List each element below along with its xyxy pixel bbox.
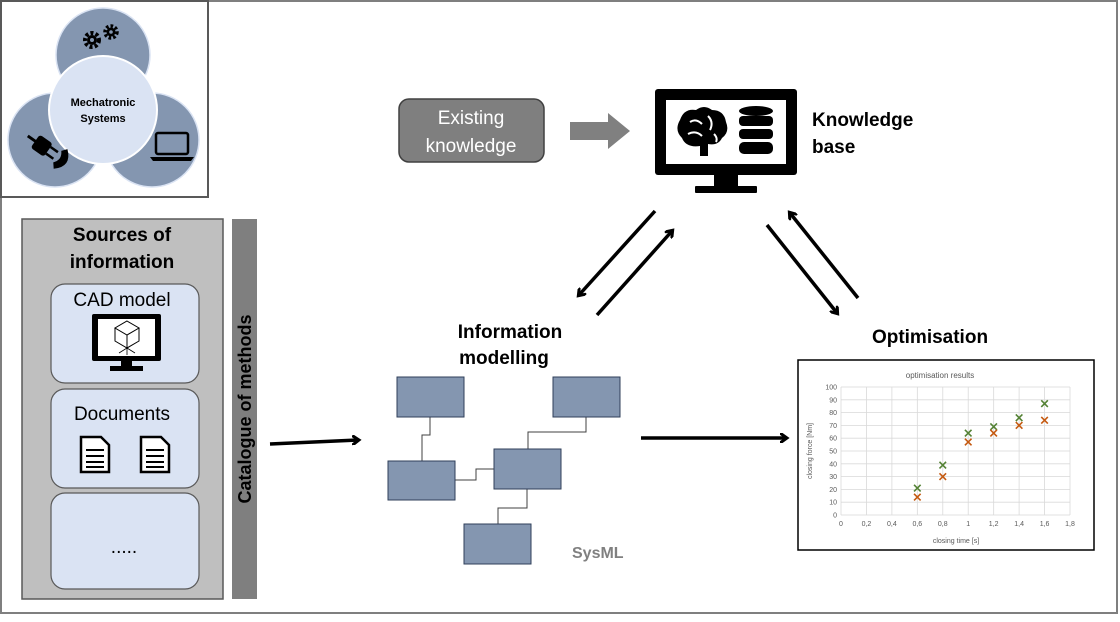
sysml-connector — [455, 468, 494, 481]
brain-icon — [677, 107, 728, 156]
sysml-diagram — [387, 376, 621, 565]
catalogue-bar: Catalogue of methods — [232, 219, 257, 599]
chart-y-tick: 80 — [829, 410, 837, 417]
venn-label-line1: Mechatronic — [71, 97, 136, 109]
sysml-block — [396, 376, 465, 418]
existing-knowledge-box: Existing knowledge — [398, 98, 545, 163]
knowledge-base-line1: Knowledge — [812, 110, 913, 131]
sources-title-line2: information — [70, 252, 175, 273]
source-item-documents-label: Documents — [74, 404, 170, 425]
monitor-icon — [655, 89, 797, 193]
chart-y-tick: 60 — [829, 436, 837, 443]
venn-inset: Mechatronic Systems — [0, 0, 209, 198]
cad-monitor-icon — [92, 314, 161, 371]
chart-y-tick: 20 — [829, 487, 837, 494]
catalogue-to-model-arrow — [269, 440, 358, 446]
source-item-more-label: ..... — [111, 537, 137, 558]
sysml-block — [552, 376, 621, 418]
chart-point-series-1 — [964, 429, 973, 437]
chart-x-tick: 0,8 — [938, 521, 948, 528]
chart-y-tick: 70 — [829, 423, 837, 430]
chart-point-series-1 — [1015, 413, 1023, 422]
kb-to-model-arrow — [579, 209, 657, 295]
chart-y-tick: 0 — [833, 513, 837, 520]
chart-point-series-2 — [1040, 416, 1049, 425]
sysml-connector — [527, 417, 587, 449]
chart-point-series-2 — [1015, 421, 1023, 430]
sysml-block — [387, 460, 456, 501]
chart-x-tick: 1,4 — [1014, 521, 1024, 528]
sysml-block — [493, 448, 562, 490]
chart-y-tick: 30 — [829, 474, 837, 481]
chart-point-series-2 — [989, 429, 998, 437]
chart-point-series-2 — [913, 493, 922, 501]
optimisation-chart: optimisation results closing time [s] cl… — [797, 359, 1095, 551]
chart-y-label: closing force [Nm] — [807, 423, 814, 479]
sysml-connector — [421, 417, 431, 461]
chart-x-tick: 1,6 — [1040, 521, 1050, 528]
chart-y-tick: 10 — [829, 500, 837, 507]
gears-icon — [83, 24, 119, 49]
existing-knowledge-line2: knowledge — [426, 136, 517, 157]
venn-label-line2: Systems — [80, 113, 125, 125]
optimisation-title: Optimisation — [872, 327, 988, 348]
knowledge-base-line2: base — [812, 137, 855, 158]
chart-point-series-1 — [989, 422, 998, 431]
chart-point-series-1 — [938, 461, 947, 469]
catalogue-label: Catalogue of methods — [235, 314, 255, 503]
sysml-tag: SysML — [572, 545, 624, 562]
model-to-kb-arrow — [595, 231, 672, 317]
chart-x-tick: 0,6 — [912, 521, 922, 528]
chart-x-tick: 1 — [966, 521, 970, 528]
info-modelling-line2: modelling — [459, 348, 549, 369]
venn-circle-center — [48, 55, 158, 165]
document-icon — [79, 435, 111, 474]
database-icon — [739, 106, 773, 154]
chart-y-tick: 40 — [829, 461, 837, 468]
plug-icon — [26, 134, 69, 169]
chart-x-tick: 1,2 — [989, 521, 999, 528]
sources-panel: Sources of information CAD model Documen… — [21, 218, 224, 600]
chart-x-tick: 0,2 — [862, 521, 872, 528]
sysml-block — [463, 523, 532, 565]
chart-point-series-2 — [938, 472, 947, 481]
optimisation-to-kb-arrow — [790, 213, 860, 300]
kb-to-optimisation-arrow — [765, 223, 837, 313]
sources-title-line1: Sources of — [73, 225, 172, 246]
info-modelling-line1: Information — [458, 322, 563, 343]
chart-y-tick: 50 — [829, 449, 837, 456]
existing-to-kb-arrow — [570, 113, 630, 149]
chart-x-tick: 0,4 — [887, 521, 897, 528]
chart-x-tick: 1,8 — [1065, 521, 1075, 528]
chart-title: optimisation results — [906, 371, 974, 380]
source-item-more — [50, 492, 200, 590]
laptop-icon — [150, 131, 194, 161]
chart-x-label: closing time [s] — [933, 538, 979, 545]
existing-knowledge-line1: Existing — [438, 108, 505, 129]
source-item-cad-label: CAD model — [73, 290, 170, 311]
chart-y-tick: 100 — [825, 385, 837, 392]
chart-point-series-1 — [913, 484, 922, 492]
chart-point-series-1 — [1040, 399, 1049, 408]
chart-y-tick: 90 — [829, 397, 837, 404]
chart-x-tick: 0 — [839, 521, 843, 528]
chart-point-series-2 — [964, 438, 973, 446]
sysml-connector — [497, 489, 528, 524]
document-icon — [139, 435, 171, 474]
